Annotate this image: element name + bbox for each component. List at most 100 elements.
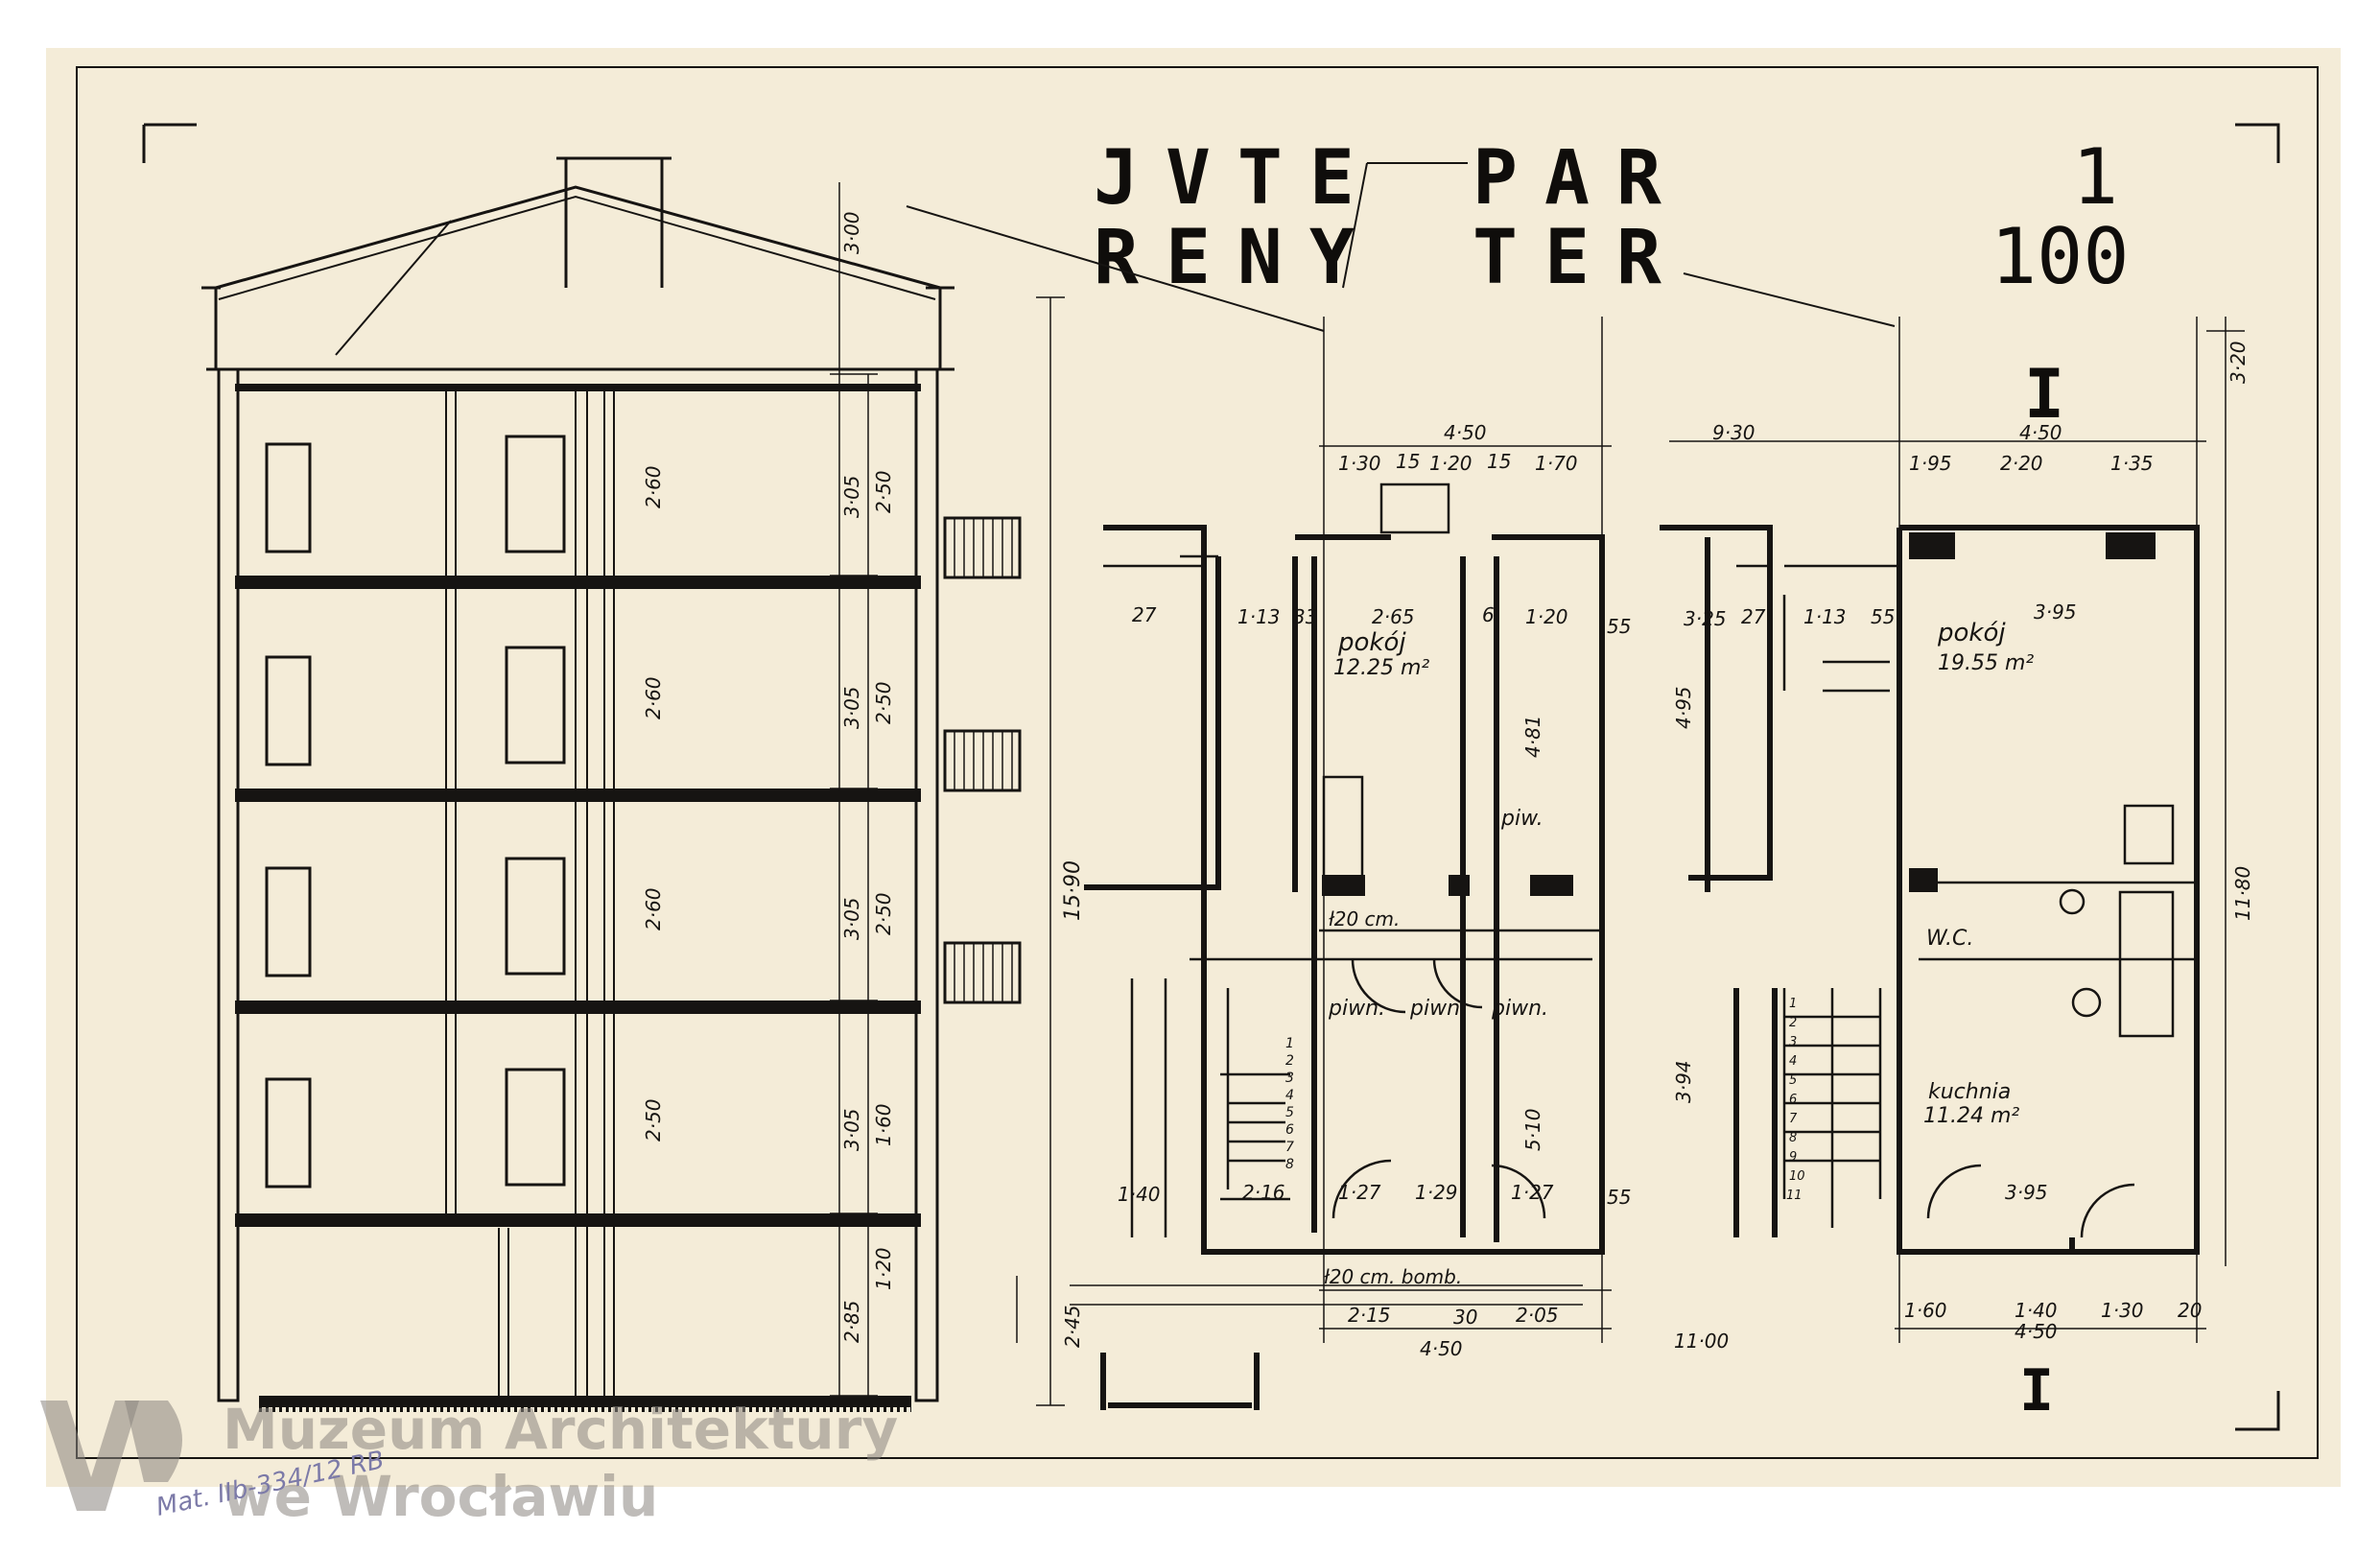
svg-text:8: 8 <box>1789 1131 1797 1145</box>
left-dim-top-3: 1·20 <box>1429 452 1473 475</box>
title-block: ЈVТЕ PAR RENY TER 1 100 <box>906 132 2130 332</box>
drawing-border <box>76 66 2319 1459</box>
svg-text:9: 9 <box>1789 1150 1797 1165</box>
right-left-dim-3: 1·13 <box>1803 605 1847 628</box>
interior-height-4: 2·50 <box>642 1098 665 1142</box>
svg-text:11: 11 <box>1786 1189 1803 1203</box>
right-marker-top: I <box>2024 355 2064 434</box>
left-height-7: 1·27 <box>1511 1181 1554 1204</box>
left-height-6: 1·29 <box>1415 1181 1458 1204</box>
left-piwnica-4: piwn. <box>1491 997 1548 1021</box>
building-section: 3·00 15·90 2·45 3·05 3·05 3·05 3·05 2·85… <box>201 156 1085 1412</box>
left-dim-top-4: 15 <box>1487 450 1511 473</box>
left-width-top: 4·50 <box>1444 421 1487 444</box>
section-balconies <box>943 516 1022 1004</box>
svg-text:4: 4 <box>1789 1054 1797 1069</box>
right-left-dim-4: 55 <box>1871 605 1895 628</box>
section-windows <box>265 435 566 1189</box>
svg-text:4: 4 <box>1285 1088 1294 1103</box>
left-height-5: 1·27 <box>1338 1181 1381 1204</box>
left-dim-left-1: 27 <box>1132 603 1157 626</box>
svg-text:7: 7 <box>1285 1140 1294 1155</box>
right-left-dim-2: 27 <box>1741 605 1766 628</box>
svg-text:6: 6 <box>1789 1093 1797 1107</box>
svg-text:1: 1 <box>1789 997 1797 1011</box>
floor-height-3: 3·05 <box>840 897 863 940</box>
left-dim-bottom-2: 30 <box>1453 1306 1477 1329</box>
right-side-height-2: 11·80 <box>2231 866 2254 921</box>
right-dim-top-2: 2·20 <box>2000 452 2043 475</box>
title-line1-right: PAR <box>1473 135 1688 222</box>
left-room-area: 12.25 m² <box>1333 656 1429 680</box>
svg-text:10: 10 <box>1789 1169 1805 1184</box>
left-height-4: 2·16 <box>1242 1181 1285 1204</box>
clear-height-2: 2·50 <box>872 681 895 724</box>
svg-text:2: 2 <box>1285 1053 1294 1069</box>
corner-marks <box>142 123 2280 1431</box>
right-left-dim-1: 3·25 <box>1684 607 1727 630</box>
svg-text:1: 1 <box>1285 1036 1294 1051</box>
right-side-left: 9·30 <box>1712 421 1756 444</box>
right-kitchen-area: 11.24 m² <box>1923 1104 2019 1128</box>
right-left-dim-6: 3·94 <box>1672 1060 1695 1103</box>
svg-text:5: 5 <box>1789 1073 1797 1088</box>
floor-height-4: 3·05 <box>840 1108 863 1151</box>
interior-height-1: 2·60 <box>642 465 665 508</box>
left-section-marker: I <box>1100 1353 1260 1410</box>
left-beam-top: ł20 cm. <box>1329 907 1400 930</box>
total-height: 15·90 <box>1061 860 1085 921</box>
floor-height-5: 2·85 <box>840 1300 863 1343</box>
svg-text:2: 2 <box>1789 1016 1797 1030</box>
left-stair-steps: 1 2 3 4 5 6 7 8 <box>1285 1036 1294 1172</box>
floor-height-1: 3·05 <box>840 475 863 518</box>
left-dim-left-7: 55 <box>1607 1186 1631 1209</box>
watermark-line1: Muzeum Architektury <box>223 1397 898 1462</box>
left-width-bottom: 4·50 <box>1420 1337 1463 1360</box>
left-dim-left-5: 6 <box>1482 603 1495 626</box>
paper-sheet <box>46 48 2341 1487</box>
left-dim-bottom-3: 2·05 <box>1516 1304 1559 1327</box>
left-dim-top-2: 15 <box>1396 450 1420 473</box>
right-dim-top-1: 1·95 <box>1909 452 1952 475</box>
right-dim-bottom-2: 1·40 <box>2015 1299 2058 1322</box>
right-room-dim: 3·95 <box>2034 600 2077 624</box>
interior-height-3: 2·60 <box>642 887 665 930</box>
right-bottom-left: 11·00 <box>1674 1330 1729 1353</box>
right-width-top: 4·50 <box>2019 421 2062 444</box>
svg-text:3: 3 <box>1789 1035 1797 1049</box>
museum-watermark: Muzeum Architektury we Wrocławiu <box>40 1397 898 1529</box>
right-stair-steps: 1 2 3 4 5 6 7 8 9 10 11 <box>1786 997 1805 1203</box>
right-dim-bottom-4: 20 <box>2178 1299 2202 1322</box>
svg-text:5: 5 <box>1285 1105 1294 1120</box>
right-room-area: 19.55 m² <box>1938 651 2034 675</box>
left-piwnica-3: piwn. <box>1409 997 1467 1021</box>
left-room-dim: 2·65 <box>1372 605 1415 628</box>
scale-denominator: 100 <box>1991 212 2130 301</box>
floor-height-2: 3·05 <box>840 686 863 729</box>
left-dim-left-3: 33 <box>1293 605 1317 628</box>
title-line2-left: RENY <box>1094 215 1381 301</box>
right-room-name: pokój <box>1937 619 2006 648</box>
left-dim-left-2: 1·13 <box>1237 605 1281 628</box>
svg-text:8: 8 <box>1285 1157 1294 1172</box>
clear-height-3: 2·50 <box>872 892 895 935</box>
watermark-line2: we Wrocławiu <box>223 1464 658 1529</box>
left-dim-top-1: 1·30 <box>1338 452 1381 475</box>
scale-numerator: 1 <box>2072 132 2118 222</box>
left-dim-left-4: 55 <box>1607 615 1631 638</box>
right-dim-bottom-1: 1·60 <box>1904 1299 1947 1322</box>
right-dim-top-3: 1·35 <box>2110 452 2154 475</box>
svg-text:7: 7 <box>1789 1112 1798 1126</box>
right-width-bottom: 4·50 <box>2015 1320 2058 1343</box>
left-piwnica-2: piwn. <box>1328 997 1385 1021</box>
svg-text:6: 6 <box>1285 1122 1294 1138</box>
left-dim-top-5: 1·70 <box>1535 452 1578 475</box>
left-piwnica-1: piw. <box>1500 807 1543 831</box>
svg-text:3: 3 <box>1285 1071 1294 1086</box>
left-height-2: 5·10 <box>1521 1108 1544 1151</box>
right-left-dim-5: 4·95 <box>1672 686 1695 729</box>
left-dim-left-6: 1·20 <box>1525 605 1568 628</box>
roof-height: 3·00 <box>840 211 863 254</box>
title-line1-left: ЈVТЕ <box>1094 135 1381 222</box>
